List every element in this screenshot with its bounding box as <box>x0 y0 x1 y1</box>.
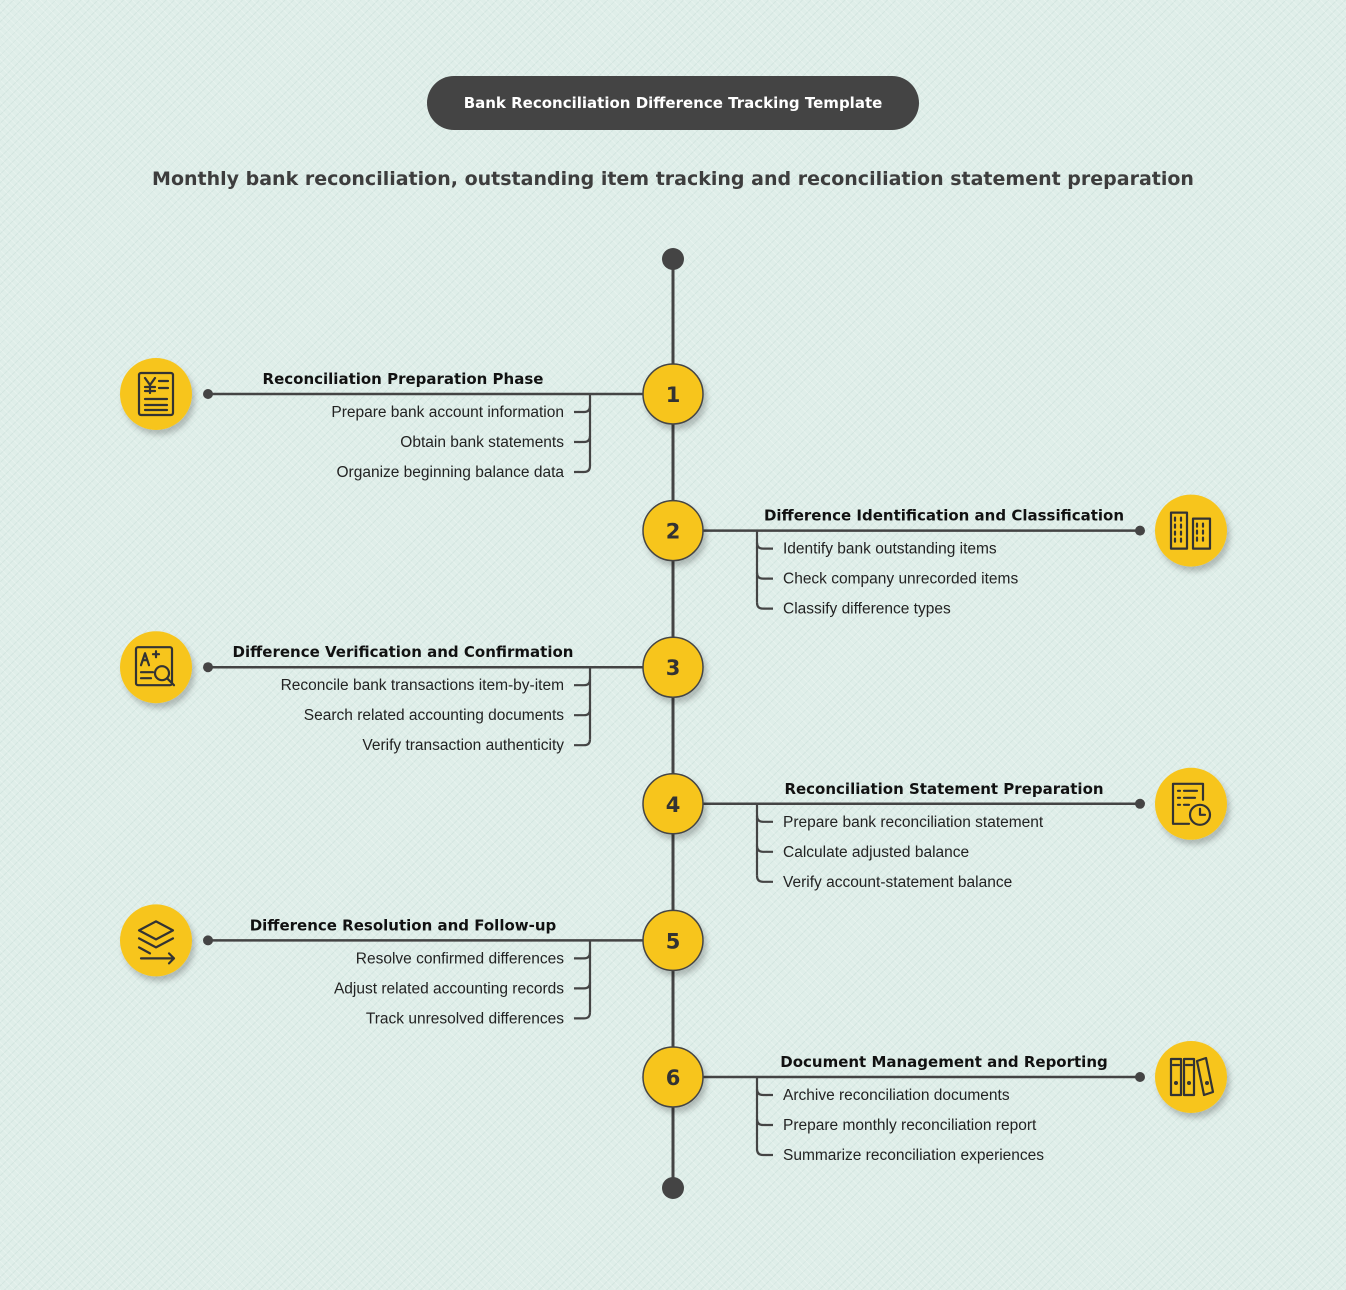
phase-item: Adjust related accounting records <box>334 980 564 997</box>
phase-title: Reconciliation Preparation Phase <box>263 370 544 388</box>
phase-title: Document Management and Reporting <box>780 1053 1108 1071</box>
phase-item: Obtain bank statements <box>400 434 564 451</box>
phase-item: Summarize reconciliation experiences <box>783 1147 1044 1164</box>
step-number: 2 <box>666 520 681 544</box>
phase-title: Difference Identification and Classifica… <box>764 507 1124 525</box>
step-number: 1 <box>666 383 681 407</box>
phase-title: Reconciliation Statement Preparation <box>784 780 1103 798</box>
phase-3: Reconcile bank transactions item-by-item… <box>120 631 704 754</box>
step-number-badge <box>642 773 704 835</box>
branch-end-dot <box>1135 798 1145 809</box>
timeline-start-dot <box>662 248 684 270</box>
phase-title: Difference Verification and Confirmation <box>233 643 574 661</box>
item-tick <box>574 1012 592 1020</box>
phase-title: Difference Resolution and Follow-up <box>250 916 557 934</box>
binders-icon <box>1169 1056 1215 1097</box>
phase-item: Check company unrecorded items <box>783 571 1018 588</box>
step-number-badge <box>642 636 704 698</box>
item-tick <box>755 875 773 883</box>
item-tick <box>574 709 592 717</box>
phase-item: Archive reconciliation documents <box>783 1087 1010 1104</box>
icon-badge <box>1155 494 1227 567</box>
buildings-icon <box>1169 511 1212 550</box>
step-number-badge <box>642 499 704 562</box>
icon-badge <box>120 631 192 704</box>
phase-item: Organize beginning balance data <box>336 464 564 481</box>
phase-item: Resolve confirmed differences <box>356 950 564 967</box>
step-number: 6 <box>666 1066 681 1090</box>
phase-item: Prepare monthly reconciliation report <box>783 1117 1037 1134</box>
item-tick <box>755 1118 773 1127</box>
item-tick <box>755 602 773 610</box>
branch-end-dot <box>1135 1072 1145 1082</box>
branch-end-dot <box>203 662 213 673</box>
page-subtitle: Monthly bank reconciliation, outstanding… <box>152 168 1194 190</box>
icon-badge <box>1155 1041 1227 1113</box>
item-tick <box>755 1088 773 1097</box>
phase-4: Prepare bank reconciliation statementCal… <box>642 767 1227 891</box>
item-tick <box>574 982 592 990</box>
schedule-document-icon <box>1171 782 1212 826</box>
yen-document-icon <box>137 371 175 417</box>
branch-end-dot <box>203 935 213 946</box>
phase-item: Prepare bank reconciliation statement <box>783 814 1044 831</box>
item-tick <box>755 845 773 853</box>
item-tick <box>574 952 592 960</box>
phase-item: Verify account-statement balance <box>783 874 1012 891</box>
item-tick <box>574 739 592 747</box>
phase-item: Track unresolved differences <box>366 1010 564 1027</box>
step-number: 3 <box>666 656 681 680</box>
phase-item: Reconcile bank transactions item-by-item <box>281 677 564 694</box>
step-number-badge <box>642 1046 704 1108</box>
item-tick <box>574 465 592 474</box>
item-tick <box>755 815 773 823</box>
layers-transfer-icon <box>137 920 176 965</box>
branch-end-dot <box>1135 525 1145 536</box>
icon-badge <box>1155 767 1227 840</box>
item-tick <box>755 572 773 580</box>
step-number-badge <box>642 363 704 425</box>
phase-item: Prepare bank account information <box>331 404 564 421</box>
icon-badge <box>120 358 192 430</box>
page-title: Bank Reconciliation Difference Tracking … <box>427 76 919 130</box>
item-tick <box>574 435 592 444</box>
phase-item: Calculate adjusted balance <box>783 844 969 861</box>
phase-item: Verify transaction authenticity <box>362 737 564 754</box>
item-tick <box>574 679 592 687</box>
phase-item: Search related accounting documents <box>304 707 564 724</box>
phase-item: Identify bank outstanding items <box>783 541 997 558</box>
phase-6: Archive reconciliation documentsPrepare … <box>642 1041 1227 1164</box>
timeline-end-dot <box>662 1177 684 1199</box>
item-tick <box>755 542 773 550</box>
item-tick <box>574 405 592 414</box>
document-search-icon <box>134 646 176 687</box>
branch-end-dot <box>203 389 213 399</box>
step-number: 4 <box>666 793 681 817</box>
phase-item: Classify difference types <box>783 601 951 618</box>
step-number-badge <box>642 909 704 972</box>
step-number: 5 <box>666 929 681 953</box>
item-tick <box>755 1148 773 1157</box>
